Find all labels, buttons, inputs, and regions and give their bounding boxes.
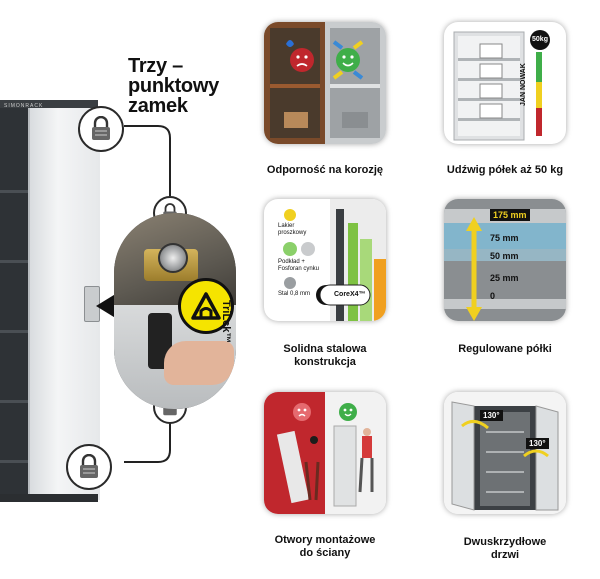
- core-label: CoreX4™: [334, 291, 366, 298]
- feature-tile-adjustable-shelves: 175 mm 75 mm 50 mm 25 mm 0: [444, 199, 566, 321]
- padlock-icon: [78, 106, 124, 152]
- feature-caption: Regulowane półki: [458, 343, 552, 355]
- double-doors-illustration: [444, 392, 566, 514]
- weight-badge: 50kg: [532, 36, 548, 43]
- feature-caption: Udźwig półek aż 50 kg: [446, 164, 564, 176]
- cabinet-base: [0, 494, 98, 502]
- trilock-label: TriLck™: [220, 300, 232, 344]
- steel-layers-illustration: [283, 199, 386, 321]
- brand-label: JAN NOWAK: [520, 63, 527, 106]
- shelf-measure: 50 mm: [490, 251, 519, 261]
- cabinet-shelf: [0, 400, 34, 403]
- feature-tile-wall-mounting: [264, 392, 386, 514]
- feature-tile-corrosion: [264, 22, 386, 144]
- layer-label: Podkład + Fosforan cynku: [278, 259, 320, 272]
- layer-label: Stal 0,8 mm: [278, 291, 311, 297]
- cabinet-top: [0, 100, 98, 108]
- shelf-load-illustration: [453, 30, 550, 141]
- cabinet-brand: SIMONRACK: [4, 103, 44, 109]
- corrosion-illustration: [264, 22, 386, 144]
- lock-cylinder: [158, 243, 188, 273]
- feature-caption: Solidna stalowa konstrukcja: [283, 343, 367, 368]
- shelf-measure: 25 mm: [490, 273, 519, 283]
- cabinet-shelf: [0, 190, 34, 193]
- door-angle-label: 130°: [526, 438, 549, 449]
- feature-tile-steel-construction: Lakier proszkowy Podkład + Fosforan cynk…: [264, 199, 386, 321]
- padlock-icon: [66, 444, 112, 490]
- cabinet-shelf: [0, 260, 34, 263]
- wall-mounting-illustration: [264, 392, 386, 514]
- cabinet-shelf: [0, 460, 34, 463]
- door-angle-label: 130°: [480, 410, 503, 421]
- feature-caption: Otwory montażowe do ściany: [274, 534, 376, 559]
- feature-tile-double-doors: 130° 130°: [444, 392, 566, 514]
- feature-caption: Dwuskrzydłowe drzwi: [463, 536, 547, 561]
- trilock-logo-icon: [178, 278, 234, 334]
- feature-caption: Odporność na korozję: [266, 164, 384, 176]
- adjustable-shelves-illustration: [444, 199, 566, 321]
- feature-tile-shelf-load: 50kg JAN NOWAK: [444, 22, 566, 144]
- shelf-measure: 175 mm: [490, 209, 530, 221]
- layer-label: Lakier proszkowy: [278, 223, 307, 236]
- hand-illustration: [164, 341, 234, 385]
- shelf-measure: 75 mm: [490, 233, 519, 243]
- cabinet-shelf: [0, 330, 34, 333]
- shelf-measure: 0: [490, 291, 496, 301]
- page-title: Trzy – punktowy zamek: [128, 55, 219, 117]
